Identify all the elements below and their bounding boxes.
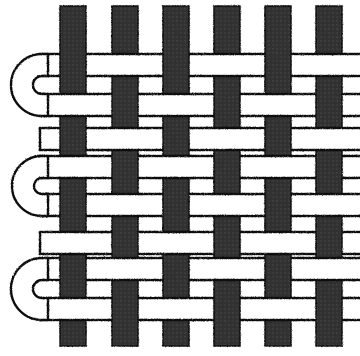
warp-crossing [60, 193, 86, 218]
warp-crossing [112, 231, 138, 256]
warp-crossing [214, 231, 240, 256]
warp-crossing [316, 231, 342, 256]
weft-strip [40, 194, 360, 216]
weft-loop [11, 54, 48, 116]
warp-crossing [60, 127, 86, 152]
weft-loop [12, 156, 48, 216]
warp-crossing [316, 155, 342, 180]
warp-crossing [163, 193, 189, 218]
warp-crossing [265, 127, 291, 152]
weft-strip [40, 232, 360, 254]
warp-crossing [60, 257, 86, 282]
warp-crossing [316, 93, 342, 118]
warp-crossing [214, 93, 240, 118]
weft-strip [40, 94, 360, 116]
weft-strip [40, 128, 360, 150]
warp-crossing [112, 93, 138, 118]
warp-crossing [214, 155, 240, 180]
warp-crossing [265, 257, 291, 282]
weft-strip [40, 298, 360, 320]
weft-strip [40, 54, 360, 76]
warp-crossing [163, 257, 189, 282]
warp-crossing [265, 53, 291, 78]
warp-crossing [112, 297, 138, 322]
warp-crossing [214, 297, 240, 322]
weft-strip [40, 258, 360, 280]
warp-crossing [163, 53, 189, 78]
warp-crossing [112, 155, 138, 180]
weft-strip [40, 156, 360, 178]
warp-crossing [60, 53, 86, 78]
warp-crossing [163, 127, 189, 152]
weft-loop [11, 258, 48, 320]
warp-crossing [316, 297, 342, 322]
warp-crossing [265, 193, 291, 218]
